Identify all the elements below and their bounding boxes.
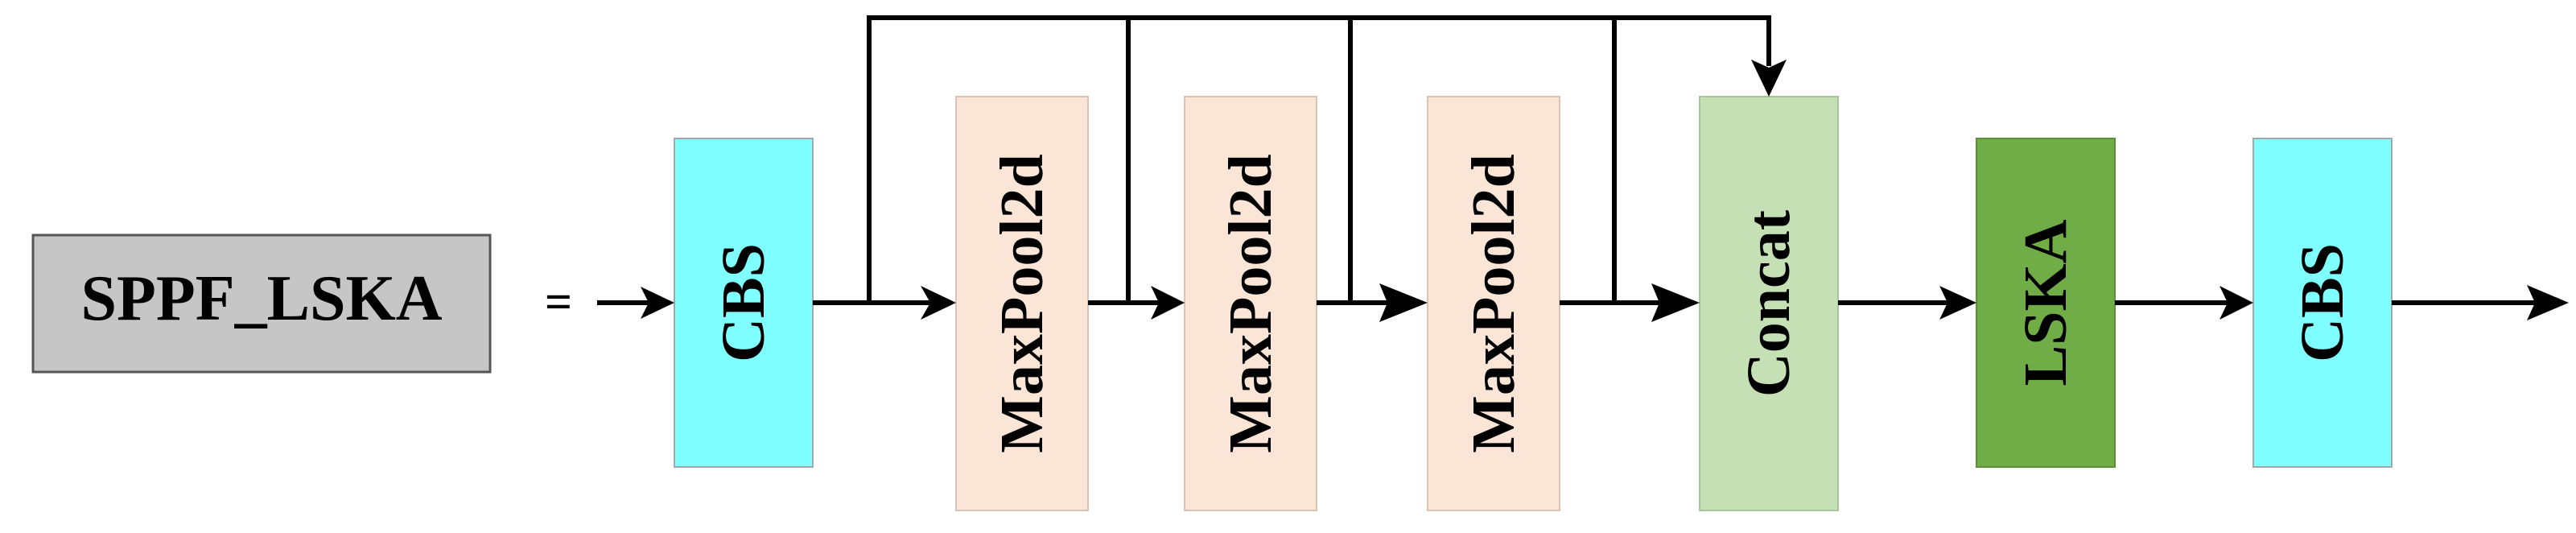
title-block-label: SPPF_LSKA [81, 263, 443, 334]
arrowhead-output [2527, 285, 2569, 320]
title-block-rect [31, 233, 492, 374]
arrowhead-input [641, 287, 674, 319]
maxpool-3-label: MaxPool2d [1460, 154, 1527, 453]
module-maxpool-1: MaxPool2d [955, 96, 1089, 511]
module-cbs-1: CBS [674, 138, 814, 468]
maxpool-1-label: MaxPool2d [988, 154, 1056, 453]
arrowhead-skip-concat [1751, 60, 1787, 97]
arrowhead-cbs2 [2219, 286, 2253, 320]
connectors [597, 15, 2535, 305]
module-maxpool-2: MaxPool2d [1184, 96, 1317, 511]
concat-box [1699, 96, 1839, 511]
cbs-2-label: CBS [2289, 243, 2356, 362]
arrowhead-concat [1651, 283, 1700, 322]
cbs-2-box [2252, 138, 2393, 468]
maxpool-3-box [1427, 96, 1560, 511]
lska-label: LSKA [2012, 219, 2079, 386]
module-concat: Concat [1699, 96, 1839, 511]
arrowhead-maxpool1 [921, 286, 956, 320]
title-block: SPPF_LSKA [31, 233, 492, 374]
arrowhead-maxpool2 [1151, 286, 1185, 320]
cbs-1-label: CBS [710, 243, 777, 362]
maxpool-2-box [1184, 96, 1317, 511]
arrowhead-lska [1939, 286, 1976, 320]
equals-sign: = [545, 275, 572, 328]
arrowheads [641, 60, 2569, 322]
module-lska: LSKA [1976, 138, 2116, 468]
maxpool-2-label: MaxPool2d [1217, 154, 1284, 453]
module-cbs-2: CBS [2252, 138, 2393, 468]
module-maxpool-3: MaxPool2d [1427, 96, 1560, 511]
concat-label: Concat [1735, 210, 1803, 397]
cbs-1-box [674, 138, 814, 468]
arrowhead-maxpool3 [1379, 283, 1428, 322]
maxpool-1-box [955, 96, 1089, 511]
lska-box [1976, 138, 2116, 468]
